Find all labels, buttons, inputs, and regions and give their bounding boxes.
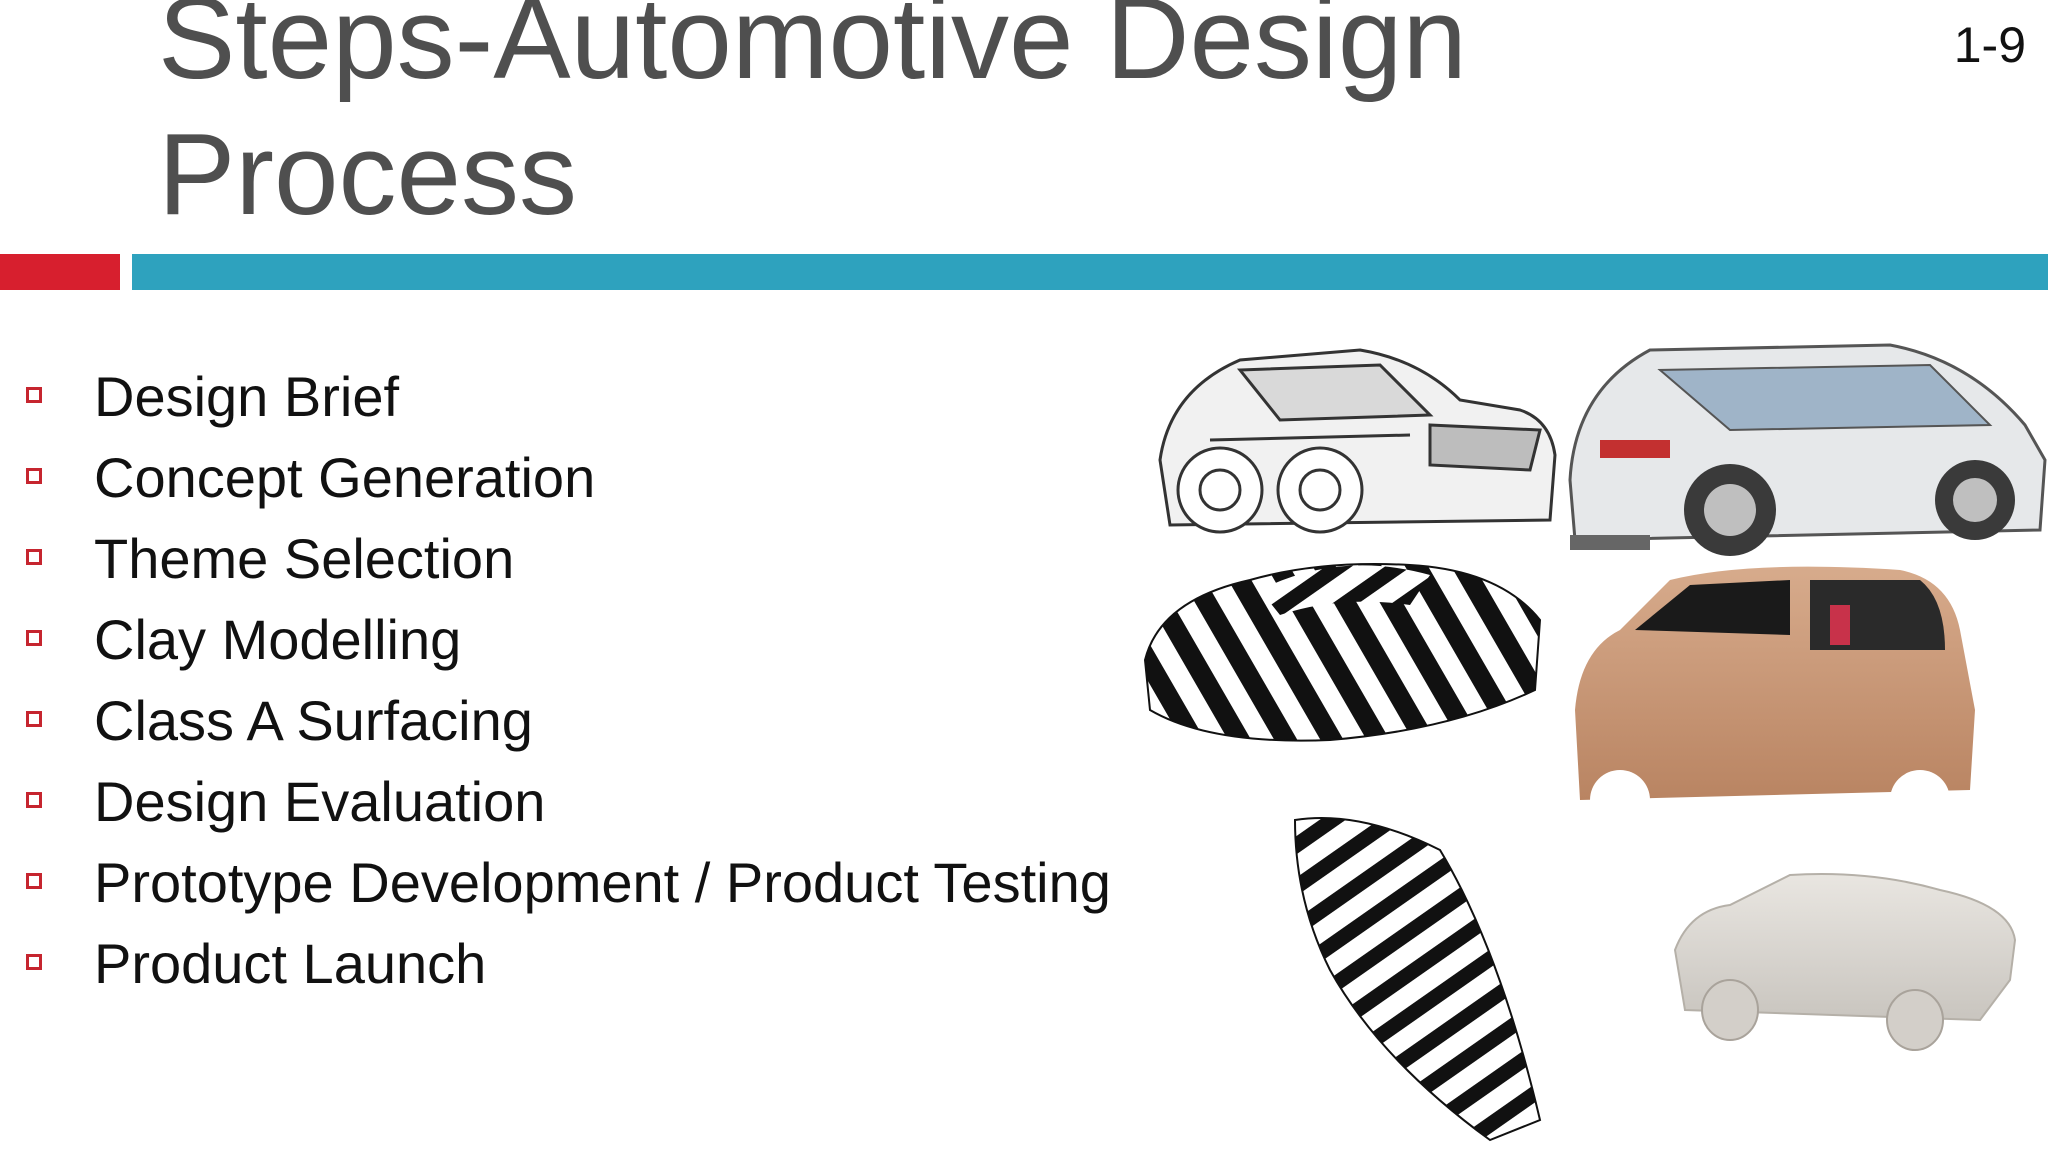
title-line-2: Process: [158, 109, 578, 239]
step-label: Design Evaluation: [94, 770, 546, 833]
zebra-surface-panel: [1293, 817, 1542, 1142]
square-bullet-icon: [26, 468, 42, 484]
suv-rendering: [1568, 343, 2047, 556]
step-label: Class A Surfacing: [94, 689, 533, 752]
square-bullet-icon: [26, 549, 42, 565]
accent-bar-blue: [132, 254, 2048, 290]
clay-model-hatchback: [1575, 566, 1975, 830]
square-bullet-icon: [26, 873, 42, 889]
title-line-1: Steps-Automotive Design: [158, 0, 1467, 103]
step-label: Concept Generation: [94, 446, 596, 509]
accent-bar-red: [0, 254, 120, 290]
step-label: Theme Selection: [94, 527, 515, 590]
square-bullet-icon: [26, 954, 42, 970]
zebra-surface-car: [1143, 563, 1542, 742]
step-label: Design Brief: [94, 365, 400, 428]
step-label: Prototype Development / Product Testing: [94, 851, 1111, 914]
design-process-images: [1130, 330, 2048, 1152]
suv-pencil-sketch: [1158, 348, 1557, 534]
square-bullet-icon: [26, 630, 42, 646]
slide-number: 1-9: [1953, 17, 2026, 73]
white-foam-car-model: [1673, 873, 2017, 1051]
square-bullet-icon: [26, 387, 42, 403]
step-label: Clay Modelling: [94, 608, 462, 671]
square-bullet-icon: [26, 711, 42, 727]
slide-title: Steps-Automotive Design Process: [158, 0, 1467, 242]
step-label: Product Launch: [94, 932, 487, 995]
square-bullet-icon: [26, 792, 42, 808]
